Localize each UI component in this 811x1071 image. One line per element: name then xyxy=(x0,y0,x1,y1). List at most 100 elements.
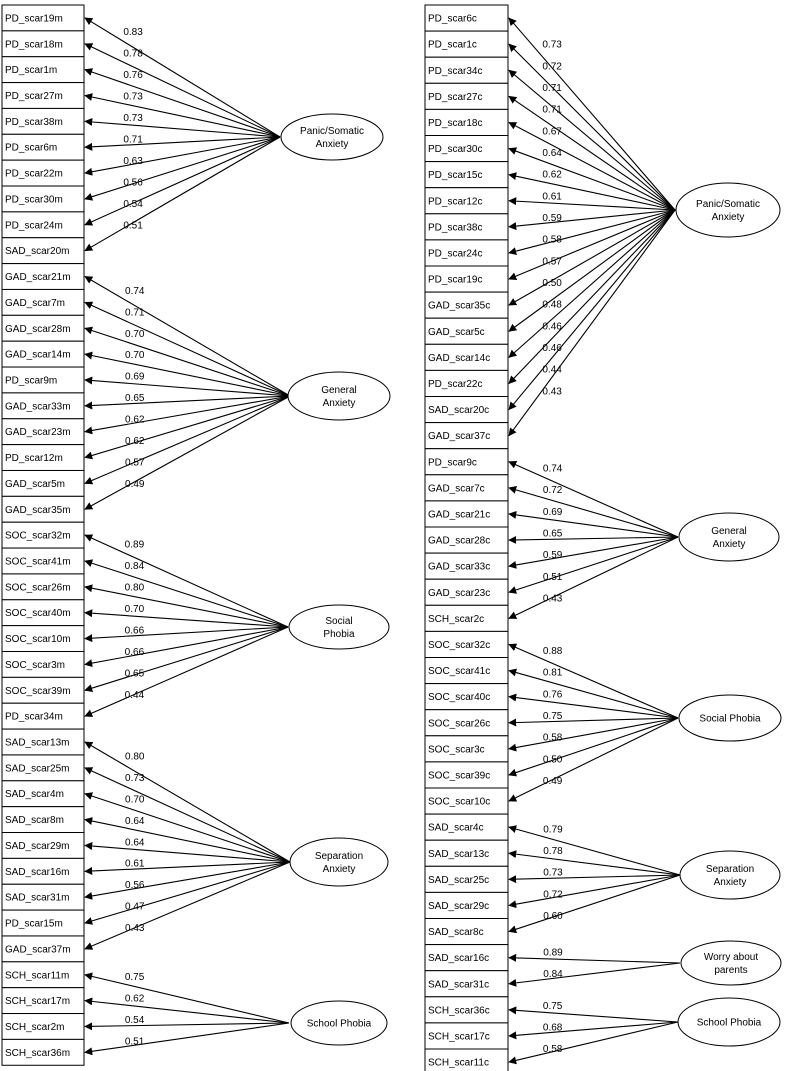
loading-path xyxy=(84,68,281,138)
item-box-pd-scar30c: PD_scar30c xyxy=(424,135,509,163)
item-box-pd-scar6c: PD_scar6c xyxy=(424,4,509,32)
item-box-sad-scar8c: SAD_scar8c xyxy=(424,918,509,946)
loading-path xyxy=(508,172,676,211)
loading-value: 0.70 xyxy=(125,794,145,805)
item-box-soc-scar40c: SOC_scar40c xyxy=(424,683,509,711)
loading-value: 0.64 xyxy=(542,148,562,159)
loading-path xyxy=(508,197,676,211)
loading-value: 0.84 xyxy=(543,969,563,980)
item-box-pd-scar12c: PD_scar12c xyxy=(424,187,509,215)
item-box-sch-scar11m: SCH_scar11m xyxy=(1,961,85,989)
loading-path xyxy=(84,792,291,863)
item-label: SOC_scar41m xyxy=(5,556,71,567)
item-label: SCH_scar2m xyxy=(5,1022,64,1033)
item-label: SAD_scar4m xyxy=(5,789,64,800)
loading-path xyxy=(508,825,681,876)
loading-value: 0.59 xyxy=(543,550,563,561)
factor-label: Social Phobia xyxy=(699,714,761,725)
loading-value: 0.46 xyxy=(542,343,562,354)
item-box-sad-scar13m: SAD_scar13m xyxy=(1,728,85,756)
item-label: SOC_scar10m xyxy=(5,634,71,645)
item-label: SAD_scar31c xyxy=(428,979,489,990)
item-label: GAD_scar5c xyxy=(428,327,485,338)
item-box-sad-scar13c: SAD_scar13c xyxy=(424,839,509,867)
loading-path xyxy=(508,209,676,358)
loading-path xyxy=(84,817,291,863)
loading-path xyxy=(508,536,679,594)
item-label: SCH_scar36c xyxy=(428,1005,490,1016)
item-label: GAD_scar35c xyxy=(428,301,490,312)
loading-value: 0.73 xyxy=(123,113,143,124)
loading-path xyxy=(84,1022,290,1031)
loading-path xyxy=(84,559,289,628)
loading-value: 0.88 xyxy=(543,646,563,657)
item-label: GAD_scar21c xyxy=(428,509,490,520)
item-box-sad-scar29m: SAD_scar29m xyxy=(1,832,85,859)
item-label: PD_scar6c xyxy=(428,14,477,25)
loading-path xyxy=(84,861,291,950)
item-box-pd-scar34m: PD_scar34m xyxy=(1,702,85,730)
loading-path xyxy=(508,209,676,411)
loading-path xyxy=(84,395,291,510)
factor-social-phobia: Social Phobia xyxy=(678,694,782,742)
loading-path xyxy=(84,626,289,643)
loading-value: 0.60 xyxy=(543,911,563,922)
item-label: GAD_scar14m xyxy=(5,350,71,361)
loading-value: 0.84 xyxy=(125,561,145,572)
item-box-pd-scar19m: PD_scar19m xyxy=(1,4,85,32)
item-box-pd-scar18c: PD_scar18c xyxy=(424,108,509,137)
factor-label: Panic/Somatic xyxy=(696,199,760,210)
item-box-gad-scar33m: GAD_scar33m xyxy=(1,392,85,420)
loading-path xyxy=(84,395,291,485)
item-label: GAD_scar7m xyxy=(5,298,65,309)
loading-path xyxy=(84,136,281,176)
item-box-sad-scar16c: SAD_scar16c xyxy=(424,944,509,972)
item-box-soc-scar41m: SOC_scar41m xyxy=(1,547,85,575)
loading-value: 0.65 xyxy=(543,529,563,540)
item-box-gad-scar14c: GAD_scar14c xyxy=(424,343,509,371)
item-box-gad-scar7c: GAD_scar7c xyxy=(424,474,509,502)
item-label: SAD_scar8c xyxy=(428,927,484,938)
loading-value: 0.72 xyxy=(542,61,562,72)
loading-path xyxy=(84,1022,290,1056)
loading-value: 0.61 xyxy=(125,859,145,870)
loading-value: 0.70 xyxy=(125,604,145,615)
factor-label: Anxiety xyxy=(713,539,746,550)
loading-value: 0.61 xyxy=(542,191,562,202)
item-box-sad-scar20m: SAD_scar20m xyxy=(1,237,85,265)
item-box-gad-scar5c: GAD_scar5c xyxy=(424,317,509,345)
item-box-pd-scar18m: PD_scar18m xyxy=(1,30,85,58)
loading-path xyxy=(84,43,281,138)
loading-path xyxy=(84,136,281,201)
loading-path xyxy=(84,972,290,1024)
loading-path xyxy=(508,461,679,538)
item-box-sad-scar16m: SAD_scar16m xyxy=(1,857,85,885)
item-label: SAD_scar29m xyxy=(5,841,69,852)
loading-value: 0.75 xyxy=(543,711,563,722)
item-label: PD_scar15m xyxy=(5,919,63,930)
loading-path xyxy=(508,536,679,619)
loading-path xyxy=(508,121,676,211)
item-label: GAD_scar14c xyxy=(428,353,490,364)
item-box-pd-scar24m: PD_scar24m xyxy=(1,211,85,239)
item-box-gad-scar33c: GAD_scar33c xyxy=(424,552,509,580)
factor-label: School Phobia xyxy=(307,1019,372,1030)
loading-path xyxy=(508,209,676,306)
factor-label: Separation xyxy=(706,864,754,875)
item-label: PD_scar34c xyxy=(428,66,482,77)
item-label: SAD_scar13m xyxy=(5,738,69,749)
loading-value: 0.73 xyxy=(542,40,562,51)
item-box-pd-scar22m: PD_scar22m xyxy=(1,159,85,187)
item-label: SAD_scar4c xyxy=(428,823,484,834)
loading-path xyxy=(84,351,291,397)
loading-value: 0.43 xyxy=(542,386,562,397)
item-box-sch-scar2c: SCH_scar2c xyxy=(424,604,509,632)
loading-value: 0.68 xyxy=(543,1023,563,1034)
loading-path xyxy=(508,510,679,538)
item-label: SAD_scar20m xyxy=(5,246,69,257)
item-box-soc-scar39c: SOC_scar39c xyxy=(424,761,509,789)
item-box-pd-scar15c: PD_scar15c xyxy=(424,161,509,189)
